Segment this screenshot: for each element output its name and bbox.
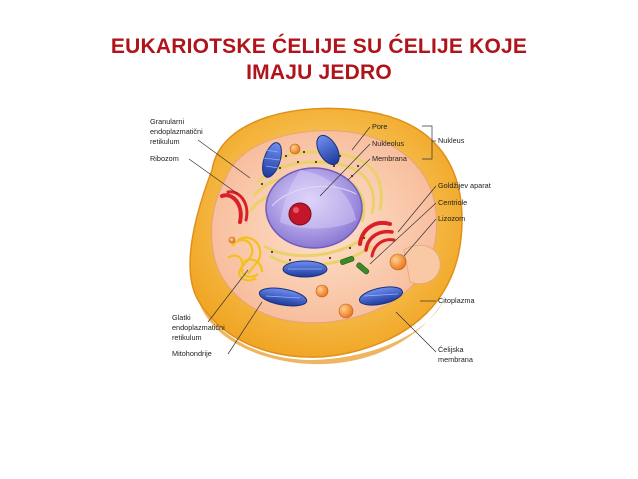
- centrioles: [340, 255, 370, 275]
- nucleus: [265, 167, 363, 249]
- label-mitohondrije: Mitohondrije: [172, 349, 212, 358]
- left-golgi: [220, 190, 249, 224]
- label-granular-er-3: retikulum: [150, 137, 180, 146]
- label-smooth-er-1: Glatki: [172, 313, 191, 322]
- label-granular-er-1: Granularni: [150, 117, 184, 126]
- mitochondria: [258, 134, 404, 307]
- label-citoplazma: Citoplazma: [438, 296, 475, 305]
- leader-lines: [188, 125, 437, 355]
- smooth-er: [227, 236, 264, 282]
- label-smooth-er-2: endoplazmatični: [172, 323, 225, 332]
- label-goldzi: Goldžijev aparat: [438, 181, 491, 190]
- label-nukleolus: Nukleolus: [372, 139, 404, 148]
- golgi-apparatus: [358, 221, 396, 258]
- label-centriole: Centriole: [438, 198, 467, 207]
- page-title: EUKARIOTSKE ĆELIJE SU ĆELIJE KOJE IMAJU …: [0, 34, 638, 86]
- label-membrana: Membrana: [372, 154, 408, 163]
- label-granular-er-2: endoplazmatični: [150, 127, 203, 136]
- nucleolus: [288, 202, 312, 226]
- title-line-1: EUKARIOTSKE ĆELIJE SU ĆELIJE KOJE: [110, 35, 528, 58]
- granular-er: [248, 150, 383, 267]
- label-celijska-membrana-1: Ćelijska: [438, 345, 464, 354]
- label-smooth-er-3: retikulum: [172, 333, 202, 342]
- label-lizozom: Lizozom: [438, 214, 465, 223]
- label-nukleus: Nukleus: [438, 136, 465, 145]
- label-ribozom: Ribozom: [150, 154, 179, 163]
- label-pore: Pore: [372, 122, 387, 131]
- lysosomes: [228, 143, 407, 319]
- title-line-2: IMAJU JEDRO: [246, 61, 392, 84]
- label-celijska-membrana-2: membrana: [438, 355, 474, 364]
